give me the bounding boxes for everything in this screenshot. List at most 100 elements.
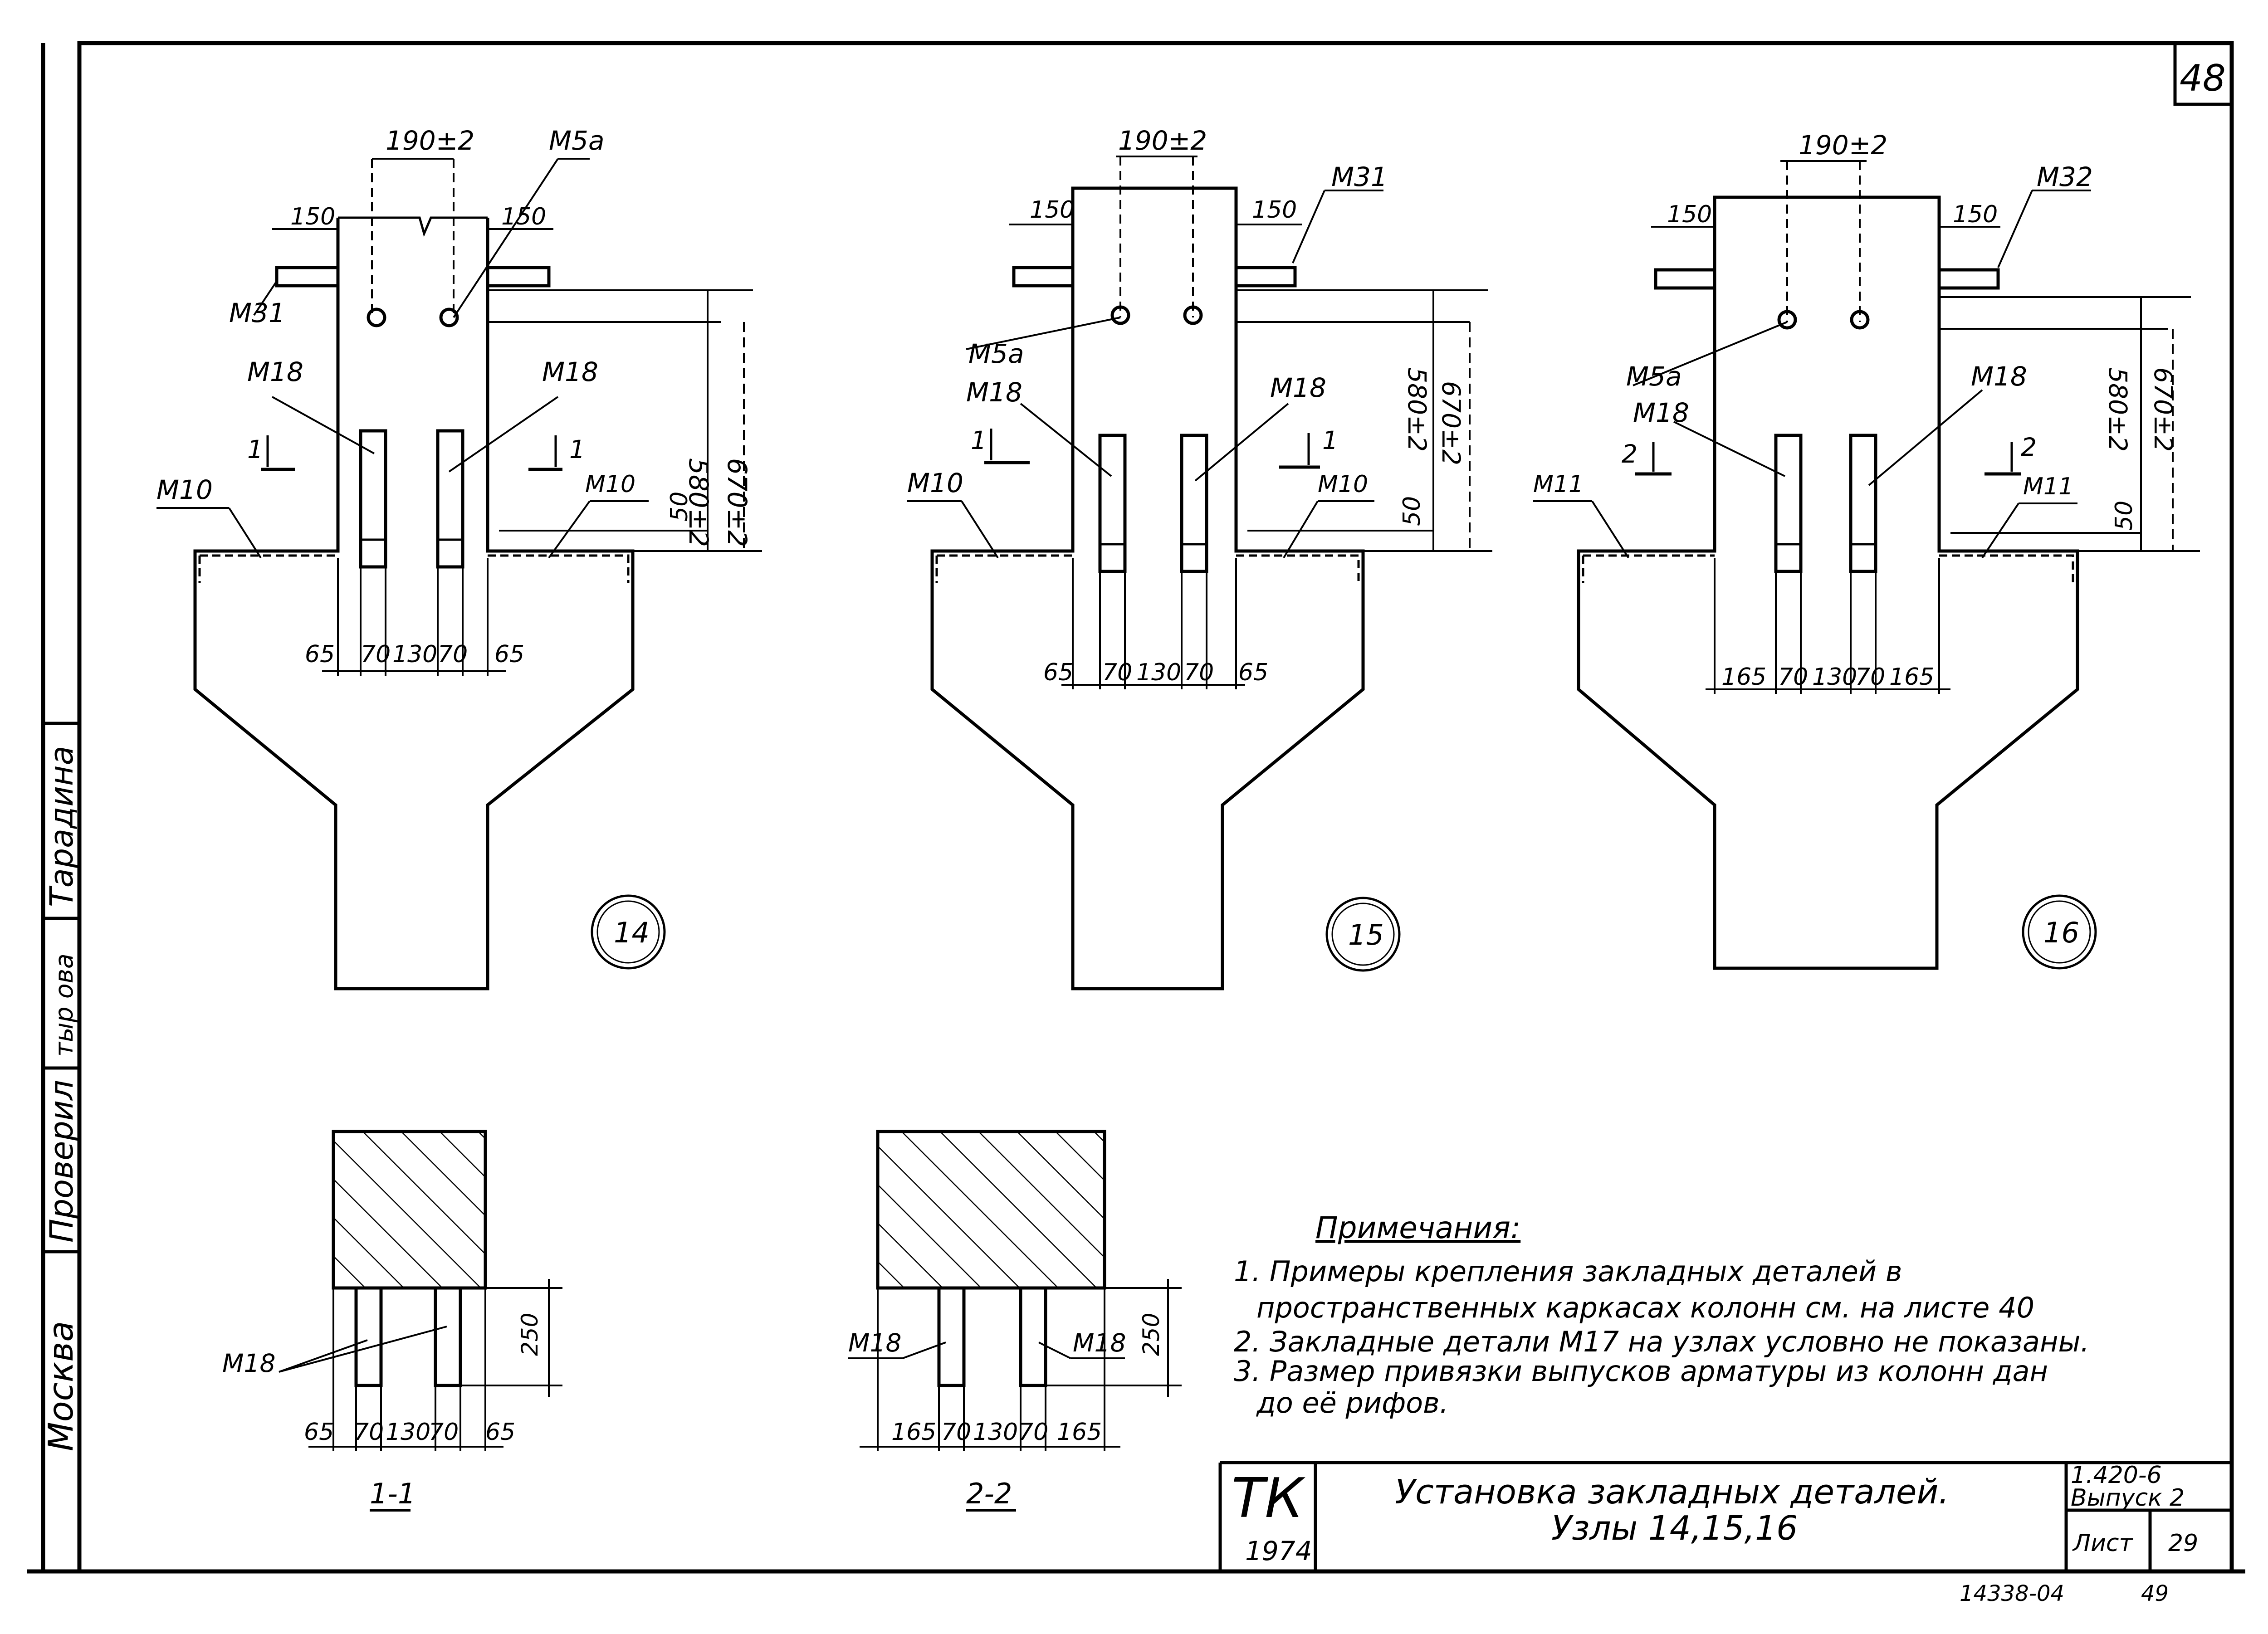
label-m18: M18	[222, 1349, 275, 1378]
label-m11-right: M11	[2023, 473, 2073, 500]
dim-bottom: 65	[485, 1419, 515, 1446]
dim-580: 580±2	[1403, 367, 1432, 452]
dim-bottom: 130	[392, 641, 437, 668]
dim-bottom: 65	[305, 641, 335, 668]
dim-bottom: 70	[1778, 663, 1808, 691]
dim-bottom: 165	[891, 1419, 936, 1446]
note-line: 2. Закладные детали М17 на узлах условно…	[1234, 1325, 2089, 1358]
label-m10-right: M10	[1318, 471, 1368, 498]
column-outline	[930, 186, 1365, 990]
archive-number: 14338-04	[1960, 1581, 2064, 1606]
base-angle-left	[1582, 554, 1715, 583]
dim-bottom: 130	[1812, 663, 1857, 691]
section-2-2	[848, 1130, 1182, 1512]
embedded-strip	[1180, 434, 1208, 573]
label-m5a: M5a	[968, 338, 1024, 369]
dim-150-left: 150	[1667, 201, 1712, 228]
dim-670: 670±2	[2149, 367, 2178, 452]
dim-bottom: 165	[1889, 663, 1934, 691]
node-14-labels: 190±2 150 150 M5a M31 M18 M18 M10 M10 1 …	[156, 125, 753, 949]
label-m18-left: M18	[848, 1328, 901, 1357]
embedded-strip	[1849, 434, 1877, 573]
node-badge-inner	[596, 900, 660, 964]
dim-190: 190±2	[1799, 130, 1887, 161]
section-mark-right: 1	[1322, 426, 1338, 455]
dim-bottom: 165	[1721, 663, 1766, 691]
embedded-strip	[1774, 434, 1803, 573]
dimension-lines	[156, 158, 762, 676]
node-15	[907, 156, 1492, 990]
section-mark-left: 1	[247, 435, 263, 464]
left-stamp: Москва Проверил тыр ова Тарадина	[41, 746, 81, 1451]
sheet-label: Лист	[2072, 1530, 2133, 1557]
section-hatch-block	[332, 1130, 487, 1290]
note-line: до её рифов.	[1256, 1386, 1448, 1419]
base-angle-right	[488, 554, 630, 583]
dim-150-right: 150	[501, 203, 546, 230]
dim-bottom: 70	[361, 641, 391, 668]
label-m18-left: M18	[247, 356, 303, 387]
label-m31-left: M31	[229, 298, 285, 328]
column-outline	[1577, 195, 2079, 970]
base-angle-left	[198, 554, 338, 583]
dim-bottom: 65	[494, 641, 524, 668]
sheet-frame	[27, 41, 2245, 1574]
dim-bottom: 65	[1238, 659, 1268, 686]
embedded-strip	[436, 429, 464, 569]
section-title: 1-1	[370, 1477, 415, 1510]
dim-150-right: 150	[1252, 196, 1297, 224]
rebar-strip	[1019, 1286, 1047, 1387]
node-badge-inner	[1331, 902, 1395, 966]
node-badge	[591, 894, 666, 970]
rebar-strip	[937, 1286, 966, 1387]
stamp-signature: тыр ова	[49, 953, 78, 1057]
label-m32: M32	[2037, 161, 2093, 192]
note-line: 1. Примеры крепления закладных деталей в	[1234, 1255, 1902, 1288]
org-mark: ТК	[1232, 1467, 1305, 1530]
notes-heading: Примечания:	[1315, 1210, 1520, 1245]
dim-bottom: 165	[1057, 1419, 1102, 1446]
dim-bottom: 130	[1136, 659, 1181, 686]
dim-150-right: 150	[1953, 201, 1998, 228]
title-block-text: ТК 1974 Установка закладных деталей. Узл…	[1232, 1462, 2198, 1606]
ledge-plate-right	[486, 266, 551, 288]
embedded-strip	[359, 429, 387, 569]
dim-150-left: 150	[290, 203, 335, 230]
label-m18-left: M18	[966, 377, 1022, 408]
dimension-lines	[907, 156, 1492, 689]
section-mark-right: 2	[2021, 433, 2037, 462]
dim-bottom: 70	[1855, 663, 1885, 691]
label-m5a: M5a	[1626, 361, 1682, 392]
embedded-strip	[1098, 434, 1127, 573]
label-m31: M31	[1331, 161, 1388, 192]
issue-number: Выпуск 2	[2071, 1484, 2185, 1512]
node-badge-inner	[2028, 900, 2091, 964]
ledge-plate-left	[275, 266, 340, 288]
dim-580: 580±2	[2103, 367, 2132, 452]
label-m5a: M5a	[549, 125, 605, 156]
node-14	[156, 158, 762, 990]
dim-670: 670±2	[1437, 381, 1466, 465]
series-number: 1.420-6	[2071, 1462, 2162, 1489]
section-mark-right: 1	[569, 435, 585, 464]
dim-bottom: 70	[1184, 659, 1214, 686]
drawing-subtitle: Узлы 14,15,16	[1551, 1509, 1798, 1548]
dim-190: 190±2	[386, 125, 474, 156]
section-hatch-block	[876, 1130, 1106, 1290]
section-1-1	[279, 1130, 562, 1512]
notes: Примечания: 1. Примеры крепления закладн…	[1234, 1210, 2089, 1419]
dim-250: 250	[517, 1313, 543, 1356]
archive-sheet: 49	[2141, 1581, 2169, 1606]
label-m10-left: M10	[156, 474, 213, 505]
dim-bottom: 70	[941, 1419, 971, 1446]
stamp-name: Тарадина	[43, 746, 80, 907]
dim-250: 250	[1138, 1313, 1164, 1356]
note-line: пространственных каркасах колонн см. на …	[1256, 1291, 2034, 1324]
dim-190: 190±2	[1118, 125, 1207, 156]
year: 1974	[1245, 1536, 1312, 1566]
dim-bottom: 65	[1043, 659, 1073, 686]
section-mark-left: 1	[971, 426, 987, 455]
label-m18-left: M18	[1633, 397, 1689, 428]
sheet-number: 29	[2168, 1530, 2198, 1557]
